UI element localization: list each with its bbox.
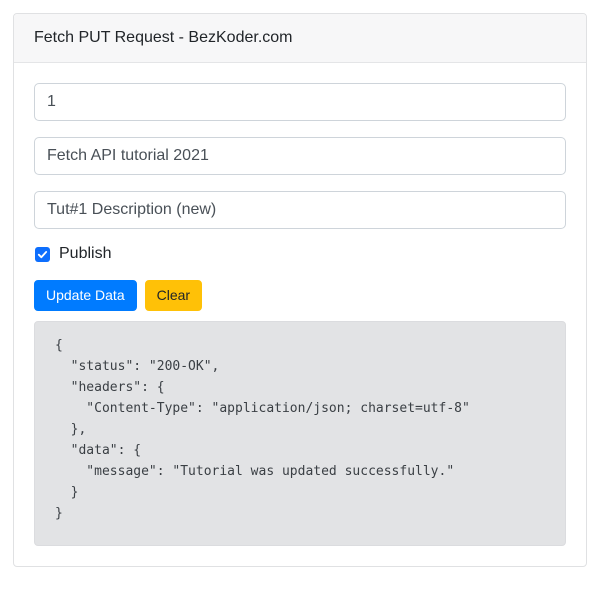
card-title: Fetch PUT Request - BezKoder.com — [34, 29, 293, 46]
response-alert: { "status": "200-OK", "headers": { "Cont… — [34, 321, 566, 546]
button-row: Update Data Clear — [34, 280, 566, 311]
publish-label[interactable]: Publish — [59, 245, 112, 262]
clear-button[interactable]: Clear — [144, 280, 203, 311]
card-body: Publish Update Data Clear { "status": "2… — [14, 63, 586, 566]
card-header: Fetch PUT Request - BezKoder.com — [14, 14, 586, 63]
fetch-put-card: Fetch PUT Request - BezKoder.com Publish… — [13, 13, 587, 567]
publish-checkbox[interactable] — [35, 246, 50, 262]
id-input[interactable] — [34, 83, 566, 121]
update-data-button[interactable]: Update Data — [34, 280, 137, 311]
description-input[interactable] — [34, 191, 566, 229]
response-json: { "status": "200-OK", "headers": { "Cont… — [55, 338, 470, 521]
checkmark-icon — [37, 250, 48, 258]
publish-check-row: Publish — [35, 245, 566, 263]
title-input[interactable] — [34, 137, 566, 175]
